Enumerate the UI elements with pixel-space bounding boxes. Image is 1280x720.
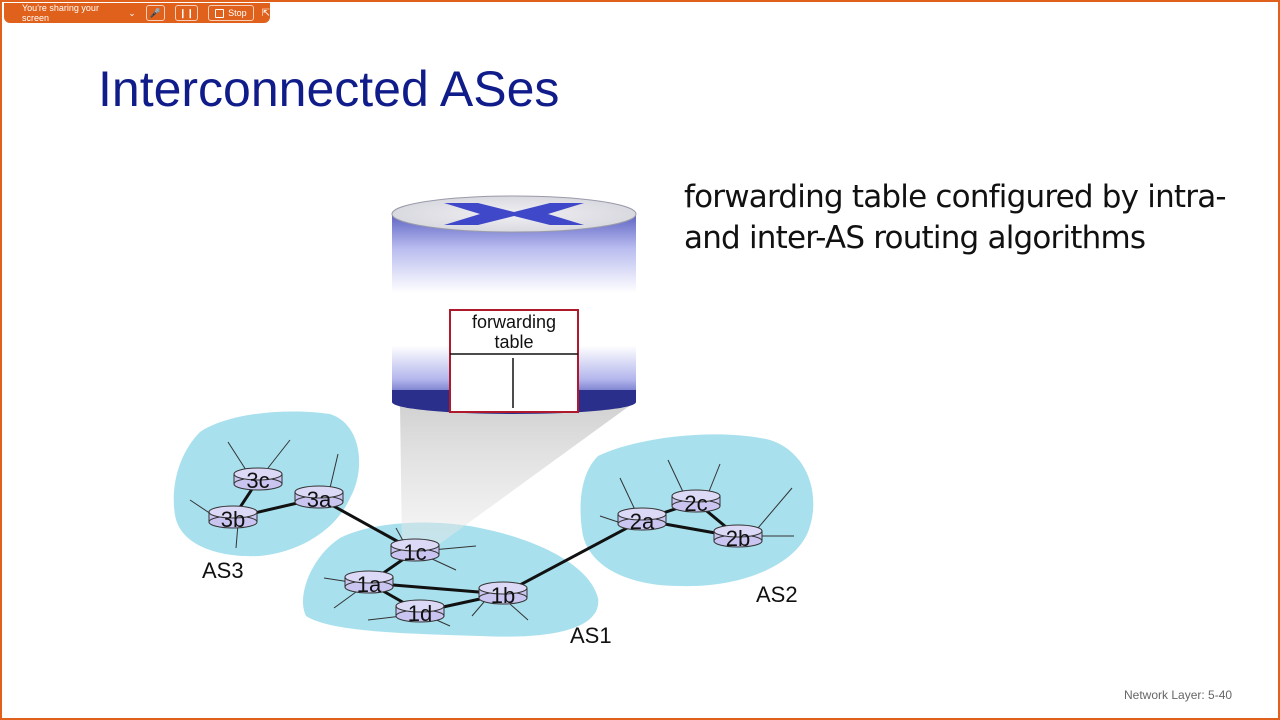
router-label-1c: 1c: [403, 540, 426, 565]
screen-share-bar: You're sharing your screen ⌄ 🎤 ❙❙ Stop ⇱: [4, 3, 270, 23]
expand-icon[interactable]: ⇱: [261, 7, 270, 19]
host-links: [189, 439, 794, 627]
router-label-1a: 1a: [357, 572, 382, 597]
microphone-icon: 🎤: [149, 7, 161, 18]
forwarding-table: forwarding table: [449, 309, 579, 413]
slide-description: forwarding table configured by intra- an…: [684, 179, 1227, 256]
router-2b: 2b: [713, 524, 763, 551]
router-label-3b: 3b: [221, 507, 245, 532]
router-label-3c: 3c: [246, 468, 269, 493]
pause-icon: ❙❙: [179, 7, 195, 18]
router-3a: 3a: [294, 485, 344, 512]
pause-button[interactable]: ❙❙: [175, 5, 199, 21]
as1-cloud: [303, 522, 599, 637]
slide-title: Interconnected ASes: [98, 61, 560, 117]
stop-icon: [215, 8, 225, 18]
as3-label: AS3: [202, 558, 244, 583]
router-label-1d: 1d: [408, 601, 432, 626]
router-3b: 3b: [208, 505, 258, 532]
router-label-2a: 2a: [630, 509, 655, 534]
stop-sharing-button[interactable]: Stop: [208, 5, 254, 21]
sharing-status-text: You're sharing your screen: [22, 3, 99, 23]
router-zoom-beam: [400, 404, 632, 548]
router-2c: 2c: [671, 489, 721, 516]
router-1a: 1a: [344, 570, 394, 597]
as1-label: AS1: [570, 623, 612, 648]
microphone-button[interactable]: 🎤: [145, 5, 165, 21]
router-label-2b: 2b: [726, 526, 750, 551]
router-label-2c: 2c: [684, 491, 707, 516]
forwarding-table-title-line2: table: [494, 332, 533, 352]
stop-label: Stop: [228, 8, 247, 18]
router-3c: 3c: [233, 467, 283, 493]
router-1d: 1d: [395, 599, 445, 626]
router-1c: 1c: [390, 538, 440, 565]
chevron-down-icon[interactable]: ⌄: [128, 7, 136, 18]
forwarding-table-title-line1: forwarding: [472, 312, 556, 332]
router-label-1b: 1b: [491, 583, 515, 608]
router-1b: 1b: [478, 581, 528, 608]
as2-label: AS2: [756, 582, 798, 607]
router-label-3a: 3a: [307, 487, 332, 512]
router-2a: 2a: [617, 507, 667, 534]
router-cross-icon: [444, 203, 584, 225]
slide-footer: Network Layer: 5-40: [1124, 688, 1233, 702]
